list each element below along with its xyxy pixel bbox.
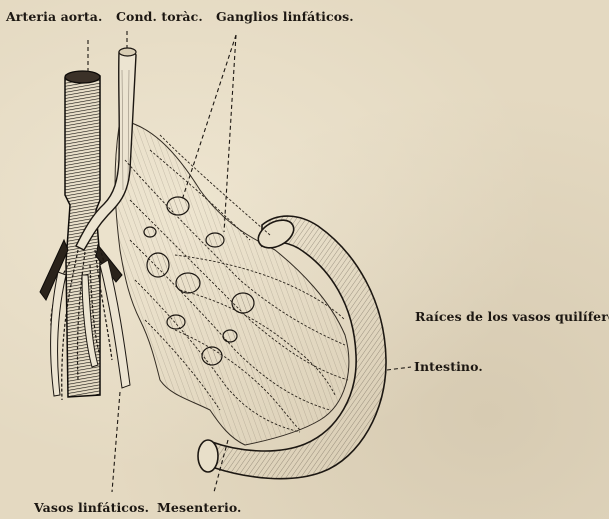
intestine-lower-opening — [198, 440, 218, 472]
label-raices-vasos-quiliferos: Raíces de los vasos quilíferos. — [415, 309, 609, 324]
label-vasos-linfaticos: Vasos linfáticos. — [34, 500, 149, 515]
label-mesenterio: Mesenterio. — [157, 500, 242, 515]
label-conducto-toracico: Cond. toràc. — [116, 9, 203, 24]
label-intestino: Intestino. — [414, 359, 483, 374]
label-arteria-aorta: Arteria aorta. — [6, 9, 102, 24]
mesentery-membrane — [115, 120, 349, 445]
label-ganglios-linfaticos: Ganglios linfáticos. — [216, 9, 354, 24]
